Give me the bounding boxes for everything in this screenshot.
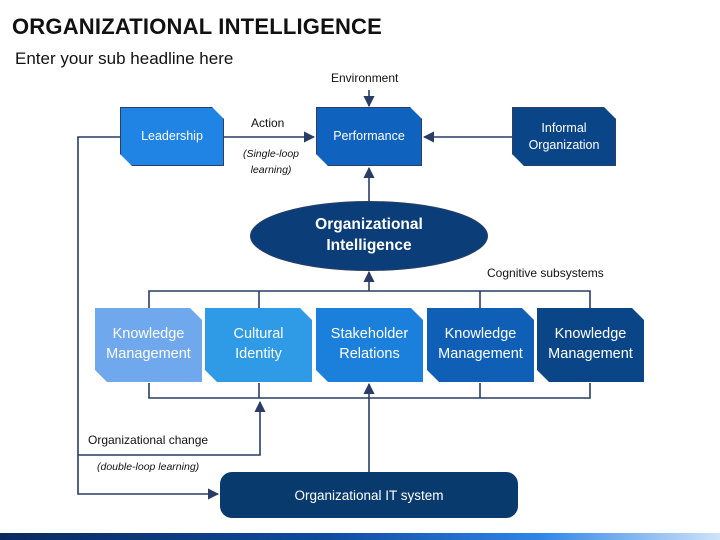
it-system-box: Organizational IT system <box>220 472 518 518</box>
environment-label: Environment <box>331 71 399 85</box>
performance-box: Performance <box>316 107 422 166</box>
organizational-intelligence-ellipse: Organizational Intelligence <box>250 201 488 271</box>
subsystem-label-line1: Knowledge <box>112 326 185 343</box>
leadership-box: Leadership <box>120 107 224 166</box>
org-change-arrow <box>78 400 266 456</box>
action-label: Action <box>251 116 285 130</box>
subsystem-label-line1: Cultural <box>233 326 284 343</box>
single-loop-line1: (Single-loop <box>242 148 300 160</box>
feedback-loop-arrow <box>77 136 220 500</box>
single-loop-line2: learning) <box>250 164 292 177</box>
subsystem-label-line1: Knowledge <box>554 326 627 343</box>
core-label-line1: Organizational <box>315 216 423 234</box>
performance-label: Performance <box>333 129 405 144</box>
core-label-line2: Intelligence <box>326 237 412 254</box>
subsystem-label-line2: Identity <box>235 346 282 362</box>
it-system-label: Organizational IT system <box>294 487 444 503</box>
cognitive-subsystems-label: Cognitive subsystems <box>487 266 604 280</box>
leadership-label: Leadership <box>141 129 203 144</box>
double-loop-label: (double-loop learning) <box>97 461 200 473</box>
subsystem-label-line1: Knowledge <box>444 326 517 343</box>
page-subtitle: Enter your sub headline here <box>15 49 234 68</box>
bottom-accent-bar <box>0 533 720 540</box>
subsystem-label-line2: Management <box>106 346 191 362</box>
informal-label-line2: Organization <box>528 137 600 152</box>
org-change-label: Organizational change <box>88 433 209 447</box>
subsystem-label-line2: Management <box>438 346 523 362</box>
page-title: ORGANIZATIONAL INTELLIGENCE <box>12 14 383 39</box>
subsystem-label-line2: Relations <box>339 346 400 362</box>
informal-label-line1: Informal <box>541 120 587 135</box>
subsystem-label-line2: Management <box>548 346 633 362</box>
subsystem-label-line1: Stakeholder <box>330 326 409 343</box>
informal-organization-box: Informal Organization <box>512 107 616 166</box>
single-loop-label: (Single-loop learning) <box>236 146 306 179</box>
top-bracket <box>148 290 591 308</box>
